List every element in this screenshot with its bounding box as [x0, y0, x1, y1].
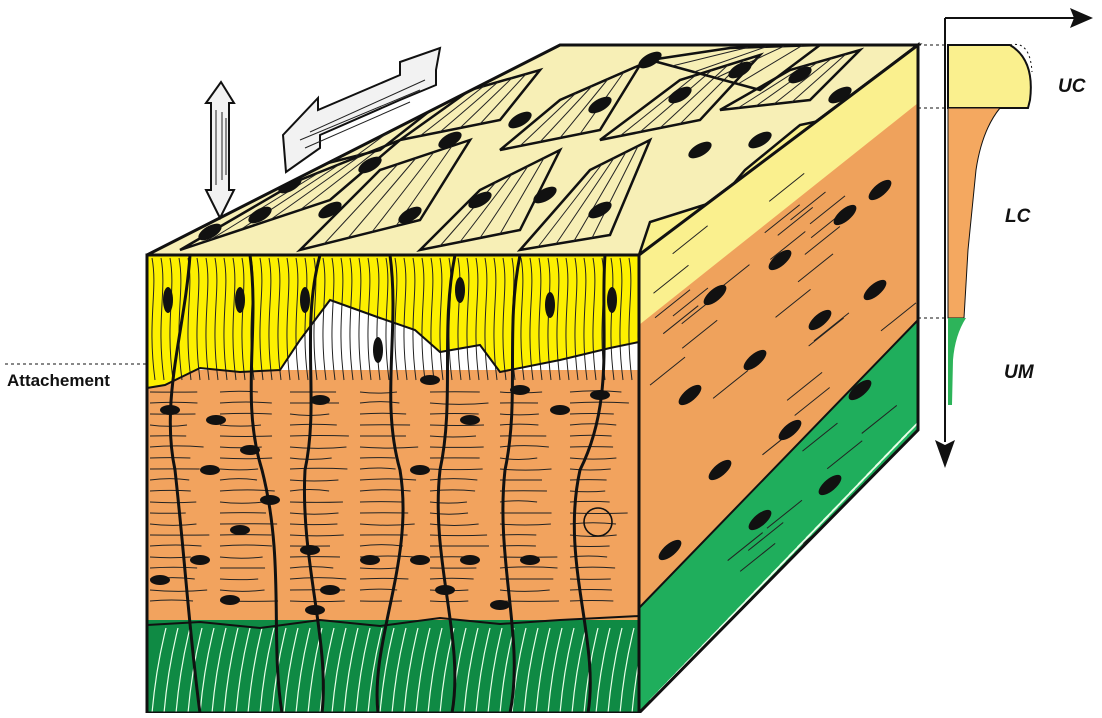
double-headed-vertical-arrow-icon [206, 82, 234, 218]
attachment-label: Attachement [7, 371, 110, 390]
um-label: UM [1004, 362, 1035, 383]
profile-lc-envelope [948, 108, 1000, 318]
block-front-face [147, 255, 646, 713]
uc-label: UC [1058, 76, 1086, 97]
lc-label: LC [1005, 206, 1031, 227]
profile-uc-envelope [948, 45, 1031, 108]
profile-um-envelope [948, 318, 966, 405]
